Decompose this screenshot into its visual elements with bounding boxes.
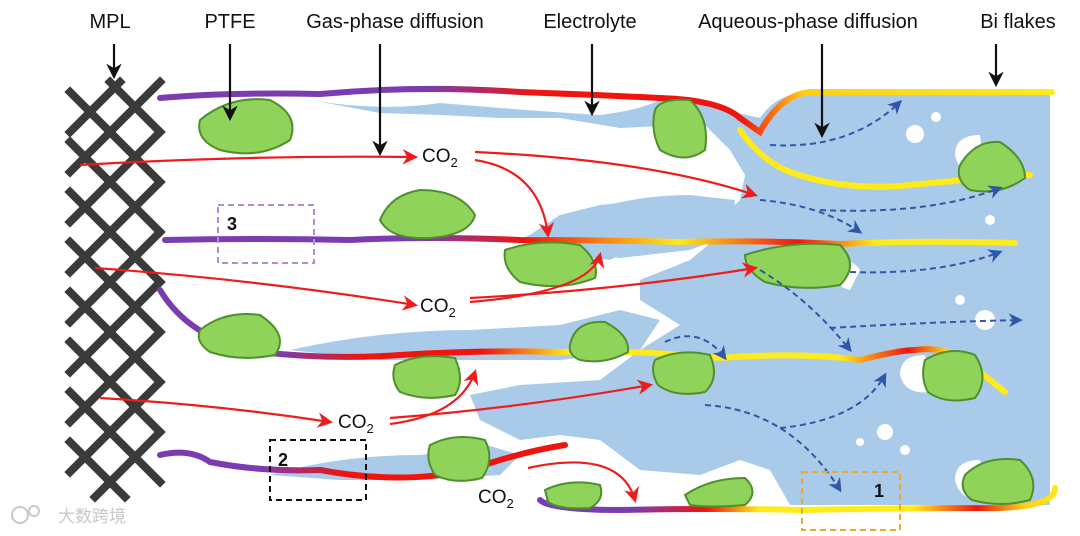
aqueous-arrow [759, 269, 852, 353]
region-box-2-number: 2 [278, 450, 288, 470]
label-aqueous-phase-diffusion: Aqueous-phase diffusion [698, 11, 918, 33]
watermark: 大数跨境 [11, 505, 126, 527]
bi-flake [197, 313, 281, 359]
bi-flake [392, 355, 461, 399]
bi-flake [427, 435, 491, 482]
bi-flake [652, 351, 715, 395]
aqueous-arrow [769, 100, 903, 147]
aqueous-arrow [829, 313, 1023, 329]
region-box-1-number: 1 [874, 481, 884, 501]
mpl-lattice [64, 76, 166, 503]
gas-arrow [474, 150, 758, 199]
bi-flake [543, 481, 603, 510]
gas-arrow [389, 379, 654, 420]
aqueous-arrow [759, 199, 863, 234]
co2-label: CO2 [420, 296, 456, 320]
bi-flake [683, 476, 754, 508]
bi-flake [198, 98, 294, 155]
electrolyte-region [270, 92, 1050, 505]
gas-arrow [389, 369, 479, 426]
watermark-logo-icon [11, 506, 29, 524]
fiber-top [157, 85, 1055, 137]
bi-flake [957, 140, 1027, 193]
bi-flake [652, 98, 707, 159]
region-box-1: 1 [801, 471, 901, 531]
gas-phase-arrows [79, 149, 759, 503]
gas-arrow [99, 396, 334, 428]
fiber-4 [537, 485, 1058, 514]
co2-label: CO2 [338, 412, 374, 436]
gas-arrow [469, 252, 605, 304]
gas-arrow [469, 262, 759, 300]
region-box-2: 2 [269, 439, 367, 501]
label-bi-flakes: Bi flakes [980, 11, 1056, 33]
gas-arrow [527, 461, 639, 503]
aqueous-arrow [779, 372, 887, 429]
gas-arrow [474, 158, 555, 239]
watermark-text: 大数跨境 [58, 507, 126, 527]
aqueous-arrow [664, 335, 727, 361]
fiber-3 [157, 442, 568, 481]
bi-flake [378, 188, 477, 240]
bi-flake [922, 350, 984, 402]
region-box-3: 3 [217, 204, 315, 264]
co2-label: CO2 [422, 146, 458, 170]
region-box-3-number: 3 [227, 214, 237, 234]
aqueous-arrow [819, 185, 1003, 212]
gas-arrow [94, 266, 419, 311]
aqueous-arrow [849, 249, 1003, 274]
fiber-1 [162, 235, 1018, 248]
bi-flake [961, 458, 1035, 505]
label-ptfe: PTFE [204, 11, 255, 33]
co2-label: CO2 [478, 487, 514, 511]
label-mpl: MPL [89, 11, 130, 33]
label-pointers [106, 44, 1004, 157]
label-electrolyte: Electrolyte [543, 11, 636, 33]
bi-flake [503, 241, 597, 288]
bi-flake [568, 320, 630, 363]
gas-arrow [79, 149, 419, 167]
label-gas-phase-diffusion: Gas-phase diffusion [306, 11, 484, 33]
